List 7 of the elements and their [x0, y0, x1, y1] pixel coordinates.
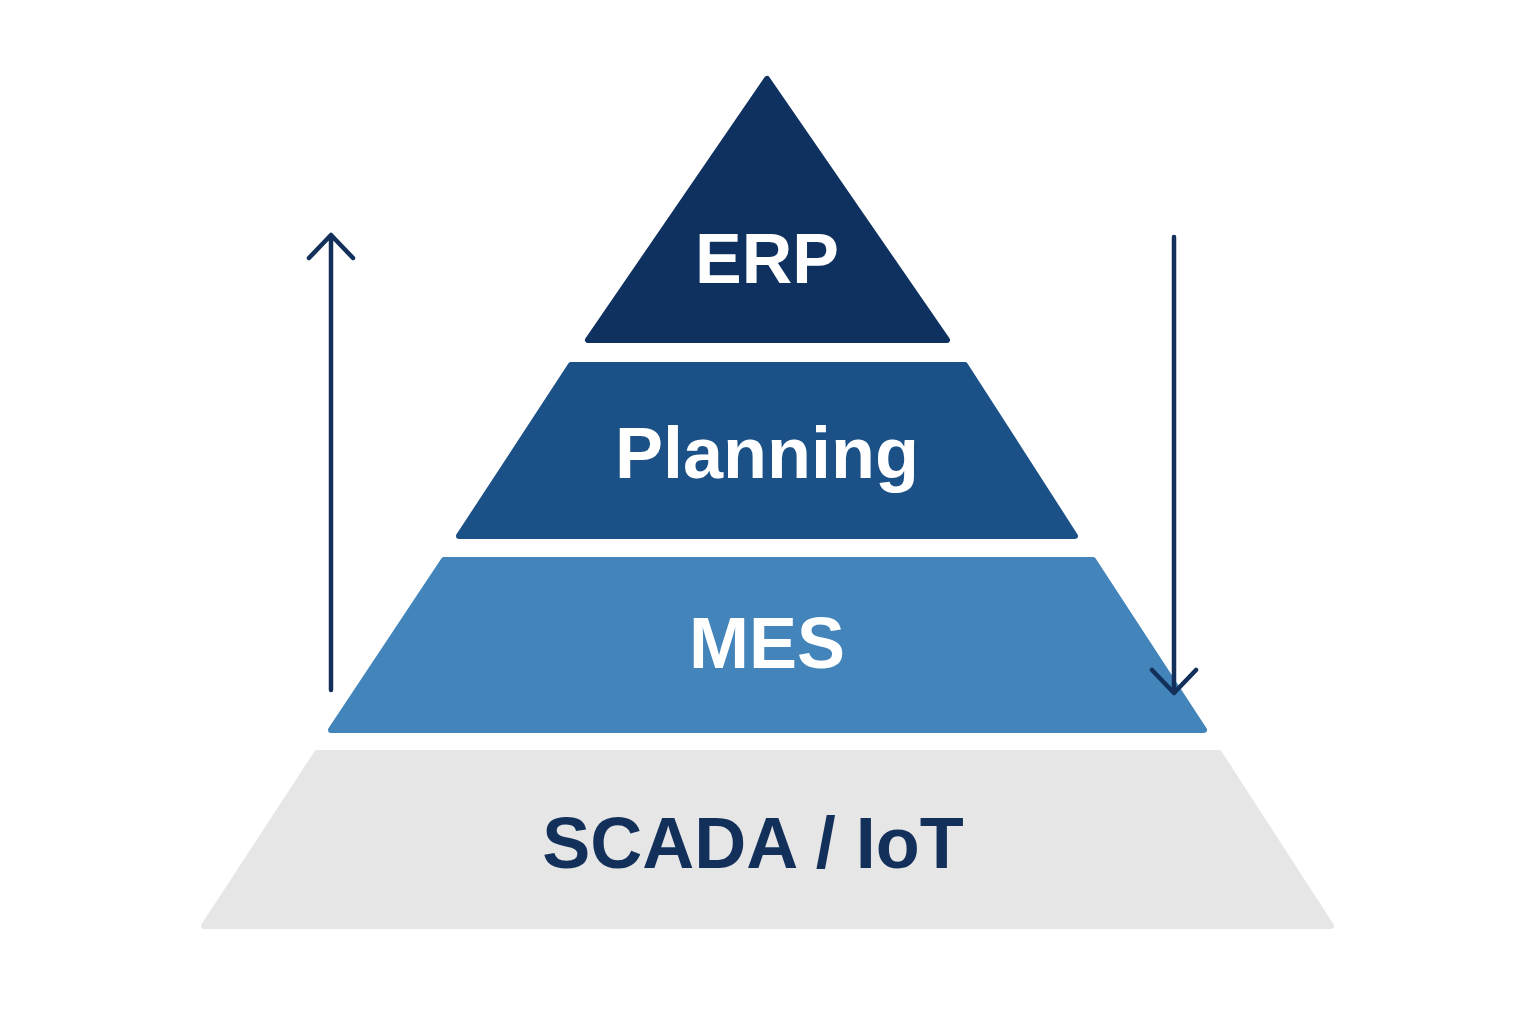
pyramid-tier [201, 750, 1334, 929]
tier-label: ERP [695, 224, 839, 294]
tier-label: MES [689, 607, 845, 679]
pyramid-tier [456, 362, 1078, 539]
tier-label: SCADA / IoT [542, 807, 964, 879]
pyramid-top [585, 76, 950, 343]
pyramid-tier [328, 557, 1207, 733]
